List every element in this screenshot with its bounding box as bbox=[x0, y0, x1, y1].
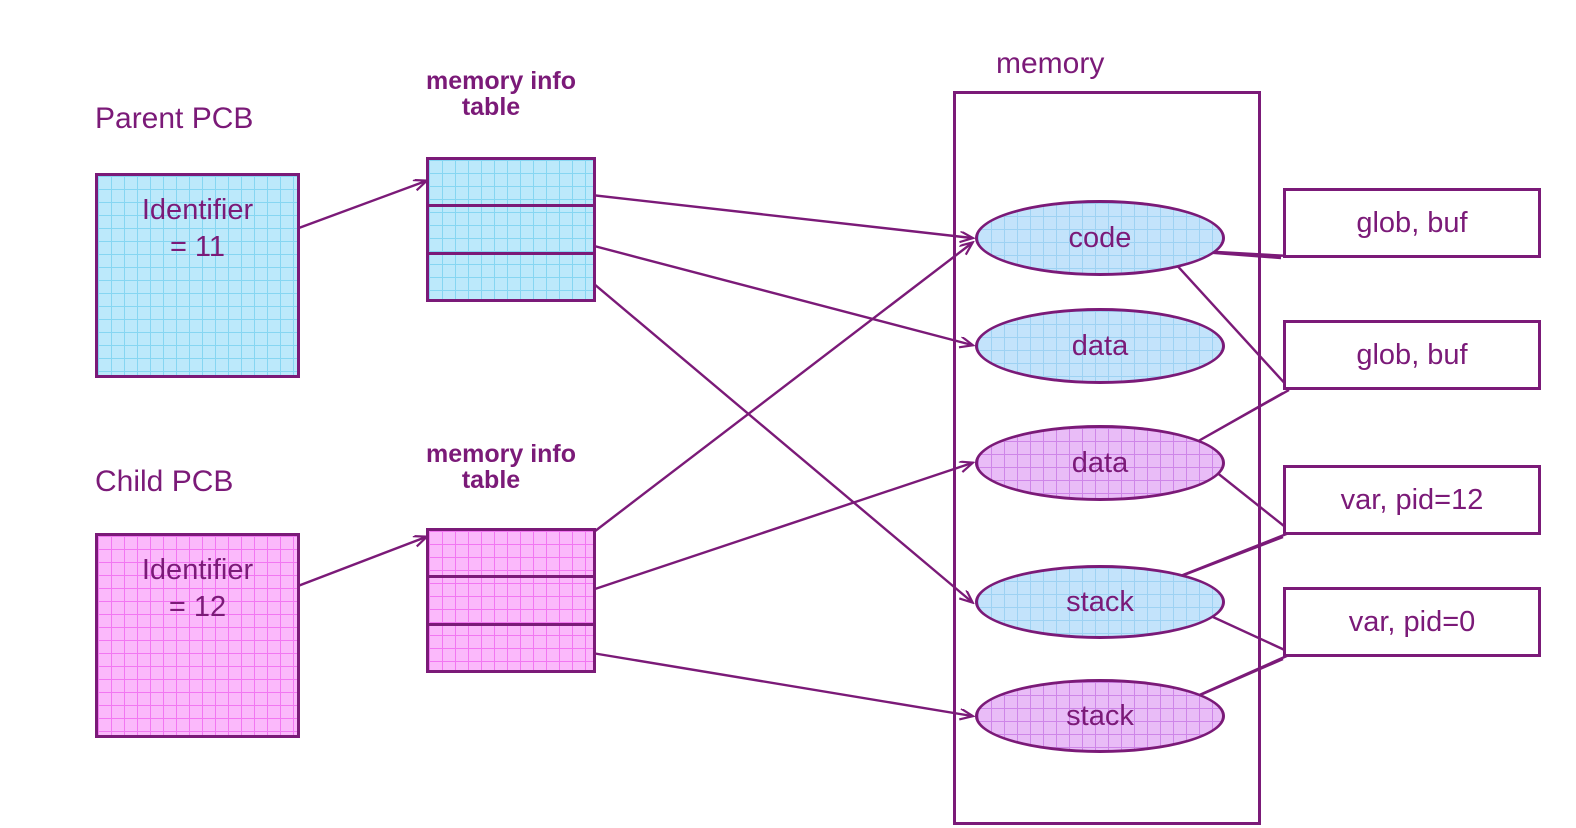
memory-segment-data-child-label: data bbox=[1071, 446, 1129, 479]
parent-pcb-identifier-label: Identifier bbox=[141, 194, 254, 226]
child-table-row bbox=[429, 531, 593, 575]
callout-glob-buf-child: glob, buf bbox=[1283, 320, 1541, 390]
callout-var-pid0: var, pid=0 bbox=[1283, 587, 1541, 657]
child-table-caption: memory info table bbox=[426, 440, 577, 495]
child-pcb-identifier-label: Identifier bbox=[141, 554, 254, 586]
arrow-parent-row2-to-data-parent bbox=[555, 234, 972, 345]
memory-segment-code-label: code bbox=[1068, 221, 1132, 254]
parent-table-caption-line1: memory info bbox=[426, 67, 577, 95]
callout-var-pid0-text: var, pid=0 bbox=[1348, 605, 1476, 638]
callout-var-pid12-text: var, pid=12 bbox=[1340, 483, 1484, 516]
memory-segment-stack-parent: stack bbox=[975, 565, 1225, 639]
child-pcb-identifier-value: = 12 bbox=[168, 591, 227, 624]
parent-table-row bbox=[429, 251, 593, 299]
arrow-child-row3-to-stack-child bbox=[585, 650, 972, 716]
memory-segment-stack-child: stack bbox=[975, 679, 1225, 753]
child-table-row bbox=[429, 622, 593, 670]
memory-segment-data-parent: data bbox=[975, 308, 1225, 384]
memory-segment-data-parent-label: data bbox=[1071, 329, 1129, 362]
child-memory-info-table bbox=[426, 528, 596, 673]
callout-glob-buf-child-text: glob, buf bbox=[1356, 338, 1468, 371]
child-pcb-label: Child PCB bbox=[95, 465, 234, 498]
memory-container bbox=[953, 91, 1261, 825]
parent-memory-info-table bbox=[426, 157, 596, 302]
parent-table-caption: memory info table bbox=[426, 67, 577, 122]
parent-pcb-identifier-value: = 11 bbox=[169, 231, 226, 264]
child-table-row bbox=[429, 575, 593, 622]
callout-glob-buf-parent-text: glob, buf bbox=[1356, 206, 1468, 239]
parent-pcb-box: Identifier = 11 bbox=[95, 173, 300, 378]
callout-var-pid12: var, pid=12 bbox=[1283, 465, 1541, 535]
arrow-parent-row1-to-code bbox=[555, 189, 972, 238]
memory-segment-stack-child-label: stack bbox=[1066, 699, 1134, 732]
memory-segment-code: code bbox=[975, 200, 1225, 276]
parent-table-row bbox=[429, 204, 593, 251]
parent-pcb-label: Parent PCB bbox=[95, 102, 254, 135]
memory-segment-data-child: data bbox=[975, 425, 1225, 501]
arrow-child-row1-to-code bbox=[585, 243, 972, 539]
child-table-caption-line2: table bbox=[461, 466, 521, 495]
memory-label: memory bbox=[996, 47, 1105, 80]
parent-table-row bbox=[429, 160, 593, 204]
arrow-child-row2-to-data-child bbox=[585, 463, 972, 594]
callout-glob-buf-parent: glob, buf bbox=[1283, 188, 1541, 258]
child-table-caption-line1: memory info bbox=[426, 440, 577, 468]
arrow-parent-row3-to-stack-parent bbox=[555, 251, 972, 602]
parent-table-caption-line2: table bbox=[461, 93, 521, 122]
memory-segment-stack-parent-label: stack bbox=[1066, 585, 1134, 618]
child-pcb-box: Identifier = 12 bbox=[95, 533, 300, 738]
